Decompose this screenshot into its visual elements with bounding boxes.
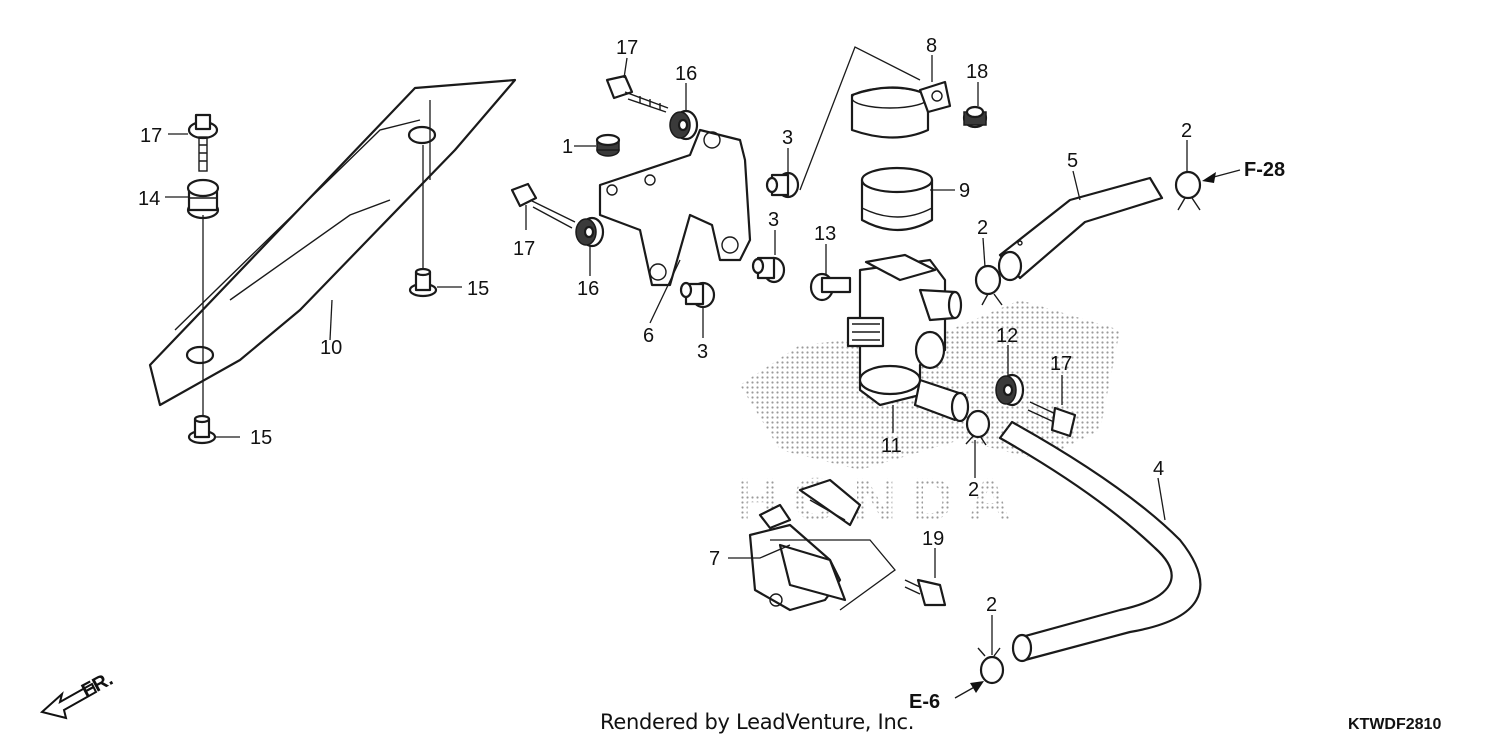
band-8[interactable] (850, 80, 952, 139)
collar-15-left[interactable] (187, 414, 217, 445)
collar-3-c[interactable] (679, 281, 716, 309)
bracket-7[interactable] (748, 478, 862, 612)
heat-shield-10[interactable] (148, 78, 517, 407)
clip-2-a[interactable] (1174, 170, 1202, 211)
clip-2-d[interactable] (977, 647, 1005, 685)
hose-4[interactable] (998, 420, 1202, 663)
bolt-17-top[interactable] (605, 74, 669, 113)
callout-17: 17 (616, 37, 638, 59)
callout-10: 10 (320, 337, 342, 359)
callout-17: 17 (513, 238, 535, 260)
callout-12: 12 (996, 325, 1018, 347)
callout-16: 16 (577, 278, 599, 300)
callout-17: 17 (140, 125, 162, 147)
callout-15: 15 (250, 427, 272, 449)
nut-1[interactable] (595, 133, 621, 157)
callout-2: 2 (968, 479, 979, 501)
leader-lines (165, 46, 1188, 655)
clip-2-c[interactable] (965, 409, 991, 446)
callout-labels: 17 16 8 18 17 14 1 3 9 5 2 F-28 17 3 13 … (78, 35, 1285, 713)
callout-13: 13 (814, 223, 836, 245)
filter-cap-9[interactable] (860, 166, 934, 231)
callout-3: 3 (768, 209, 779, 231)
ref-f-28: F-28 (1244, 159, 1285, 181)
callout-8: 8 (926, 35, 937, 57)
callout-3: 3 (697, 341, 708, 363)
callout-17: 17 (1050, 353, 1072, 375)
callout-3: 3 (782, 127, 793, 149)
collar-3-a[interactable] (765, 171, 800, 199)
callout-14: 14 (138, 188, 160, 210)
callout-11: 11 (881, 435, 902, 457)
bolt-19[interactable] (904, 578, 947, 607)
nut-18[interactable] (962, 105, 988, 129)
bolt-17-right[interactable] (1027, 401, 1077, 438)
grommet-16-mid[interactable] (575, 216, 605, 248)
grommet-14[interactable] (186, 178, 220, 220)
bolt-13[interactable] (809, 272, 852, 302)
callout-18: 18 (966, 61, 988, 83)
clip-2-b[interactable] (974, 264, 1003, 306)
callout-6: 6 (643, 325, 654, 347)
callout-19: 19 (922, 528, 944, 550)
callout-7: 7 (709, 548, 720, 570)
callout-1: 1 (562, 136, 573, 158)
callout-4: 4 (1153, 458, 1164, 480)
bracket-6[interactable] (598, 128, 752, 287)
callout-2: 2 (986, 594, 997, 616)
callout-9: 9 (959, 180, 970, 202)
callout-16: 16 (675, 63, 697, 85)
diagram-code: KTWDF2810 (1348, 716, 1442, 733)
air-valve-11[interactable] (846, 253, 970, 423)
callout-2: 2 (977, 217, 988, 239)
f28-arrow (1202, 169, 1241, 183)
collar-3-b[interactable] (751, 256, 786, 284)
grommet-12[interactable] (995, 373, 1025, 407)
ref-e-6: E-6 (909, 691, 940, 713)
bolt-17-mid[interactable] (510, 182, 576, 229)
callout-5: 5 (1067, 150, 1078, 172)
e6-arrow (954, 681, 984, 699)
callout-15: 15 (467, 278, 489, 300)
collar-15-right[interactable] (408, 267, 438, 298)
callout-2: 2 (1181, 120, 1192, 142)
credit-text: Rendered by LeadVenture, Inc. (600, 710, 915, 734)
grommet-16-top[interactable] (669, 109, 699, 141)
hose-5[interactable] (997, 176, 1164, 282)
bolt-17-left[interactable] (187, 113, 219, 172)
front-arrow-icon (39, 682, 98, 720)
